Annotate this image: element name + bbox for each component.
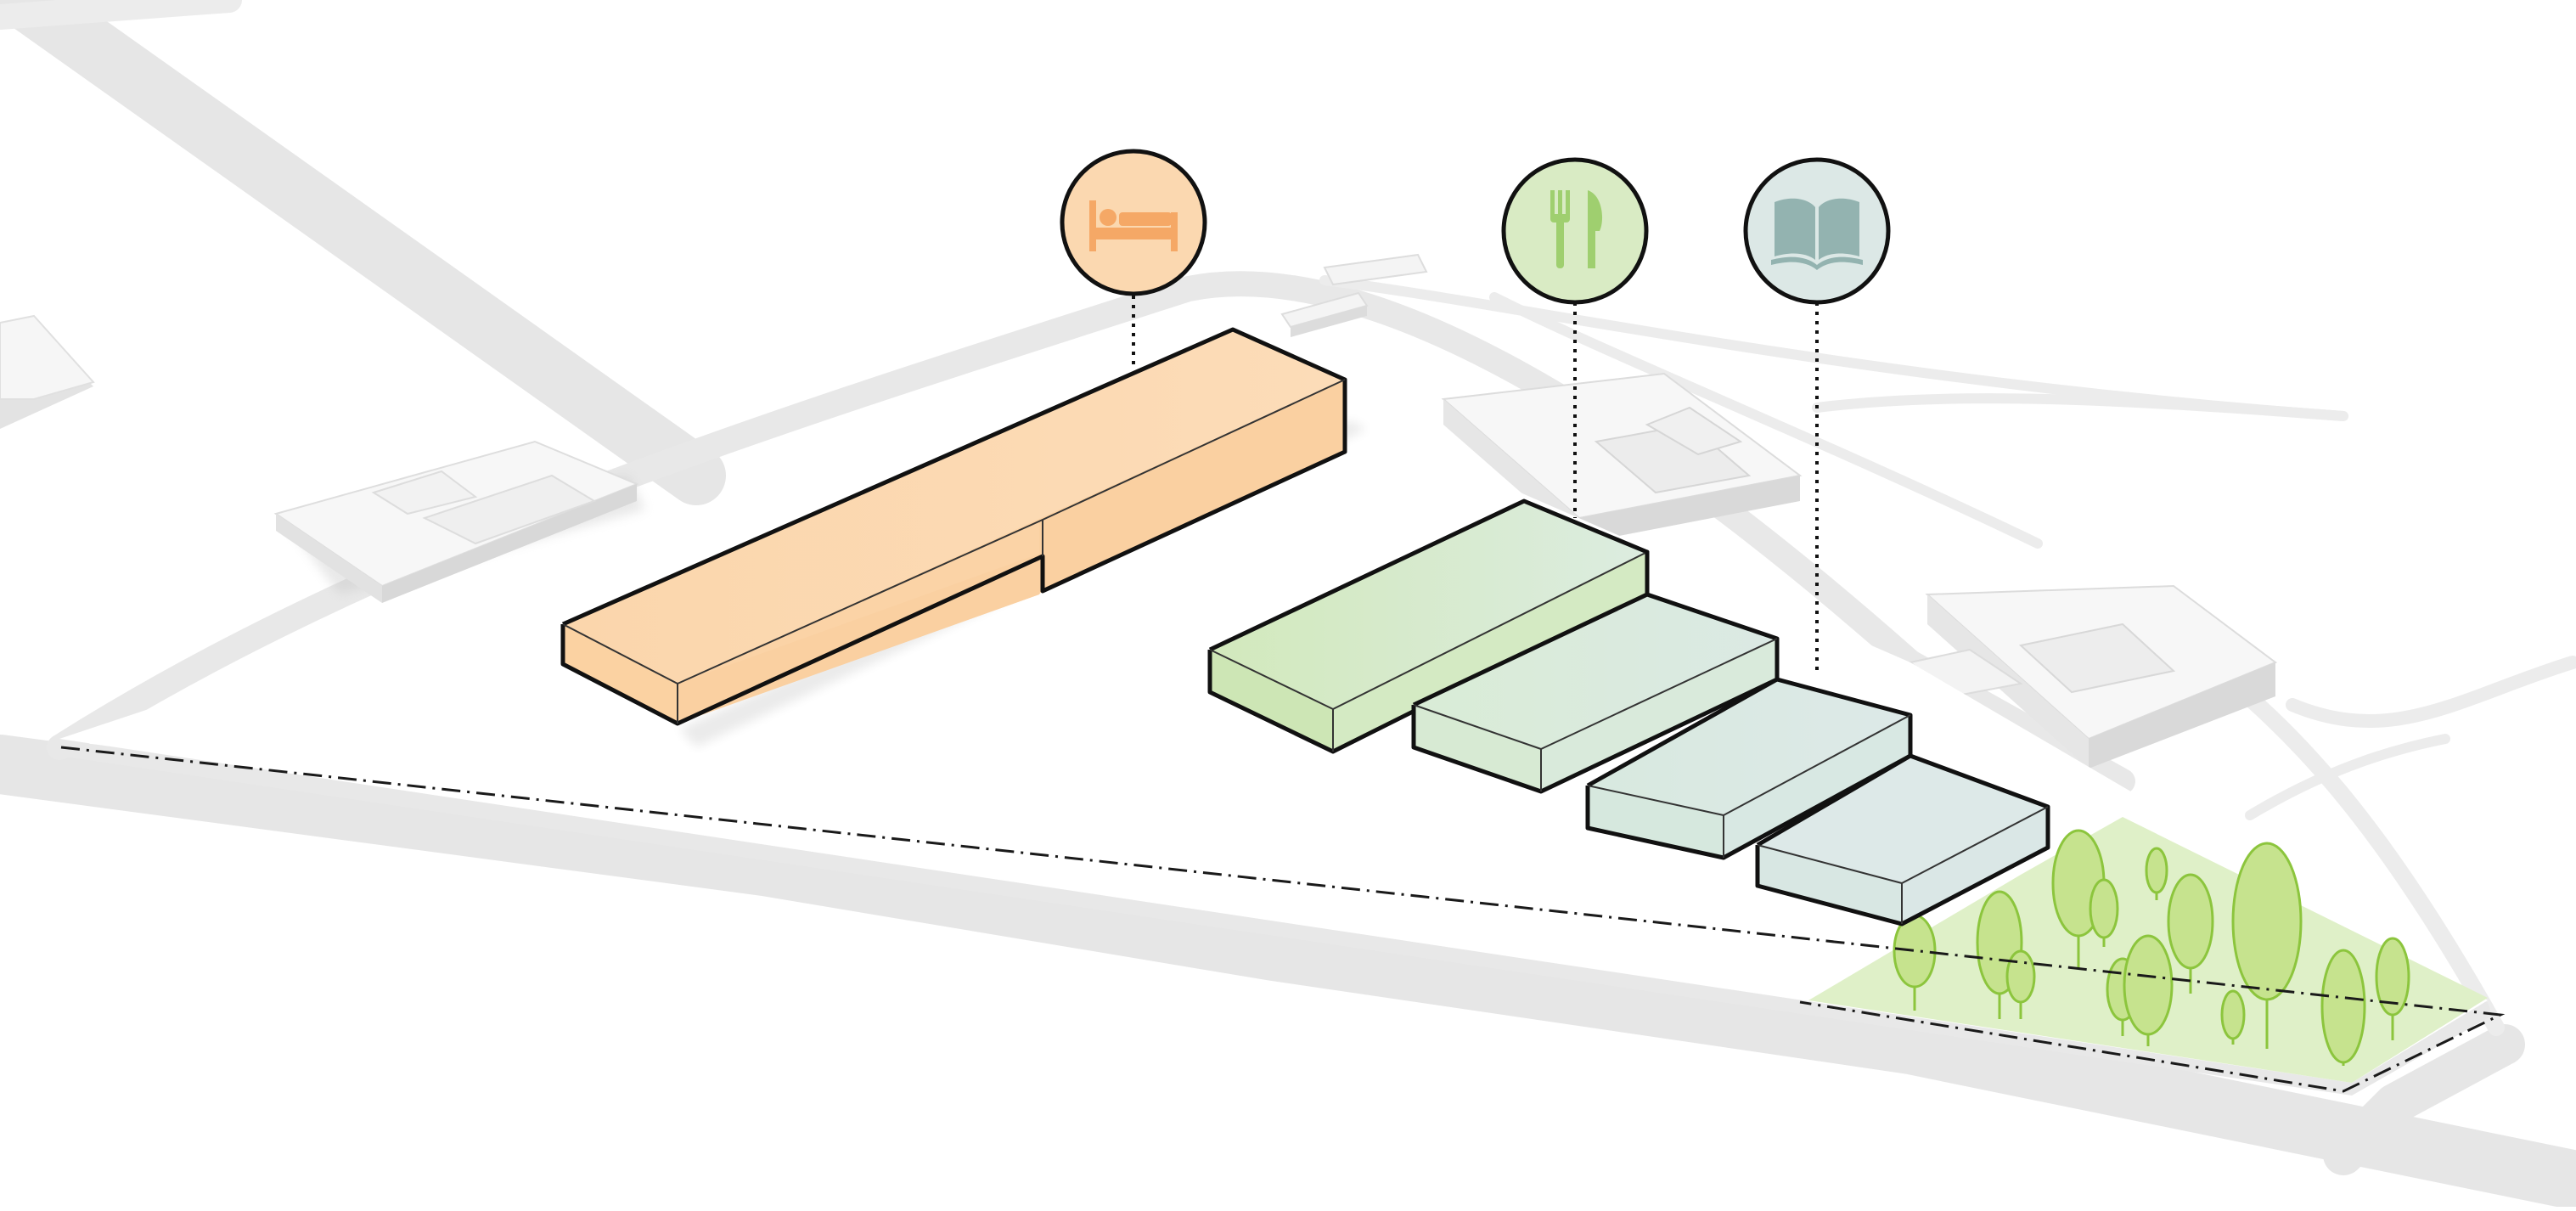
road-northwest xyxy=(0,0,726,505)
context-building-villa-left-mass xyxy=(273,440,639,603)
building-lodging xyxy=(560,327,1367,747)
road-southeast-spur xyxy=(2323,1024,2525,1175)
program-bubble-library xyxy=(1743,157,1891,305)
road-top-edge xyxy=(0,0,242,30)
tree-icon xyxy=(2005,949,2036,1019)
site-boundary-line xyxy=(60,746,2506,1093)
tree-icon xyxy=(2123,934,2174,1046)
tree-icon xyxy=(2220,989,2246,1045)
tree-icon xyxy=(2320,949,2366,1066)
tree-icon xyxy=(2231,842,2303,1049)
lodging-face-west xyxy=(563,624,678,724)
fork-knife-icon xyxy=(1550,190,1603,268)
program-bubble-lodging xyxy=(1060,149,1207,296)
road-east-3 xyxy=(1812,393,2348,421)
block-dining-2 xyxy=(1411,549,1780,794)
lodging-face-south-b xyxy=(1039,380,1345,591)
tree-icon xyxy=(2375,937,2410,1040)
context-building-west xyxy=(0,314,95,429)
bed-icon xyxy=(1089,200,1178,251)
leader-lines xyxy=(1132,296,1819,671)
park-area xyxy=(1808,817,2488,1083)
context-buildings xyxy=(0,253,2278,769)
road-east-6 xyxy=(2245,734,2450,820)
lodging-outline xyxy=(560,327,1347,726)
tree-icon xyxy=(2089,878,2119,947)
open-book-icon xyxy=(1771,198,1863,270)
lodging-edge-4 xyxy=(1042,379,1346,521)
tree-group xyxy=(1893,829,2410,1066)
program-bubble-dining xyxy=(1501,157,1649,305)
tree-icon xyxy=(2167,873,2214,994)
tree-icon xyxy=(2145,847,2168,900)
context-building-north xyxy=(1280,253,1428,337)
road-east-5 xyxy=(2286,656,2576,728)
lodging-roof xyxy=(563,330,1345,684)
context-building-villa-east xyxy=(1908,584,2278,769)
road-east-2 xyxy=(1489,292,2043,549)
main-road-south xyxy=(0,735,2576,1210)
building-dining-library xyxy=(1207,498,2050,927)
lodging-edge-1 xyxy=(562,623,678,684)
block-library-2 xyxy=(1755,753,2050,927)
